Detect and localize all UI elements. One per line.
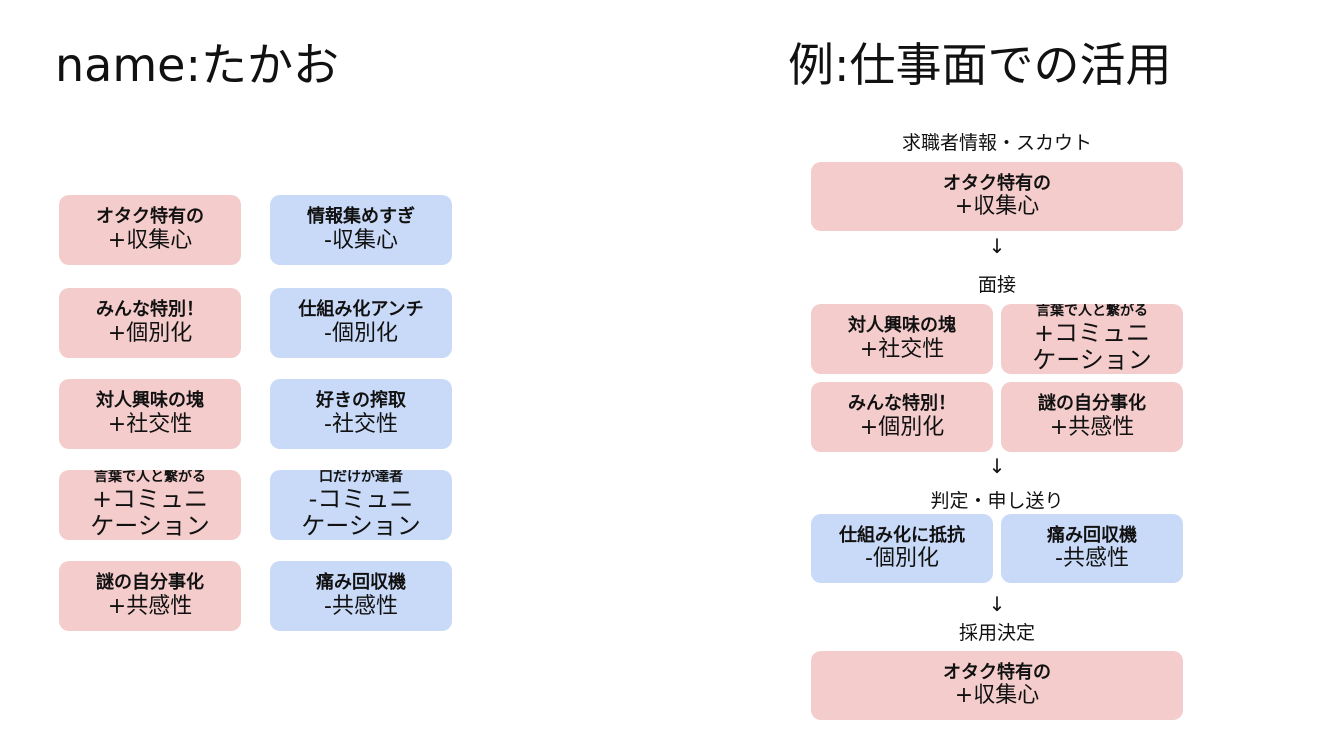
card-value-line1: +コミュニ: [1033, 318, 1151, 347]
card-value: +共感性: [1049, 414, 1135, 440]
card-head: みんな特別！: [848, 393, 956, 414]
left-card-communication-plus: 言葉で人と繋がる +コミュニ ケーション: [59, 470, 241, 540]
left-card-individual-minus: 仕組み化アンチ -個別化: [270, 288, 452, 358]
stage-label-judgement: 判定・申し送り: [930, 490, 1064, 512]
card-value: +収集心: [954, 683, 1040, 709]
card-value-line2: ケーション: [90, 512, 210, 540]
left-card-social-minus: 好きの搾取 -社交性: [270, 379, 452, 449]
card-head: 仕組み化アンチ: [298, 299, 424, 320]
card-value: +個別化: [859, 414, 945, 440]
card-value: -個別化: [865, 546, 939, 572]
stage-label-hire: 採用決定: [958, 622, 1036, 644]
left-card-communication-minus: 口だけが達者 -コミュニ ケーション: [270, 470, 452, 540]
left-card-collect-plus: オタク特有の +収集心: [59, 195, 241, 265]
flow-card-interview-empathy: 謎の自分事化 +共感性: [1001, 382, 1183, 452]
card-head: みんな特別！: [96, 299, 204, 320]
card-head: 対人興味の塊: [848, 315, 956, 336]
card-head: 対人興味の塊: [96, 390, 204, 411]
card-head: 言葉で人と繋がる: [94, 470, 206, 486]
left-title: name:たかお: [55, 38, 339, 92]
card-value: -社交性: [324, 411, 398, 437]
card-head: オタク特有の: [96, 206, 204, 227]
flow-card-judgement-empathy: 痛み回収機 -共感性: [1001, 514, 1183, 583]
left-card-social-plus: 対人興味の塊 +社交性: [59, 379, 241, 449]
card-value-line1: -コミュニ: [308, 484, 414, 513]
card-head: 好きの搾取: [316, 390, 406, 411]
down-arrow-icon: ↓: [988, 454, 1006, 478]
card-value-line2: ケーション: [301, 512, 421, 540]
card-head: 口だけが達者: [319, 470, 403, 486]
card-value: +共感性: [107, 593, 193, 619]
card-head: 痛み回収機: [316, 572, 406, 593]
card-value: -共感性: [1055, 546, 1129, 572]
right-title: 例:仕事面での活用: [788, 38, 1172, 92]
flow-card-interview-communication: 言葉で人と繋がる +コミュニ ケーション: [1001, 304, 1183, 374]
card-head: 痛み回収機: [1047, 524, 1137, 546]
card-value: +個別化: [107, 320, 193, 346]
card-head: 言葉で人と繋がる: [1036, 304, 1148, 320]
card-value: -共感性: [324, 593, 398, 619]
card-value: +収集心: [107, 227, 193, 253]
flow-card-judgement-individual: 仕組み化に抵抗 -個別化: [811, 514, 993, 583]
card-value-line1: +コミュニ: [91, 484, 209, 513]
down-arrow-icon: ↓: [988, 592, 1006, 616]
card-value: +社交性: [107, 411, 193, 437]
card-head: オタク特有の: [943, 172, 1051, 194]
card-value: +収集心: [954, 194, 1040, 220]
card-head: 仕組み化に抵抗: [839, 524, 965, 546]
card-value: -個別化: [324, 320, 398, 346]
card-value-line2: ケーション: [1032, 346, 1152, 374]
card-value: +社交性: [859, 336, 945, 362]
card-head: 謎の自分事化: [1038, 393, 1146, 414]
left-card-empathy-minus: 痛み回収機 -共感性: [270, 561, 452, 631]
card-head: 謎の自分事化: [96, 572, 204, 593]
down-arrow-icon: ↓: [988, 234, 1006, 258]
flow-card-scout: オタク特有の +収集心: [811, 162, 1183, 231]
flow-card-interview-social: 対人興味の塊 +社交性: [811, 304, 993, 374]
stage-label-scout: 求職者情報・スカウト: [901, 132, 1093, 154]
left-card-empathy-plus: 謎の自分事化 +共感性: [59, 561, 241, 631]
stage-label-interview: 面接: [977, 274, 1017, 296]
left-card-individual-plus: みんな特別！ +個別化: [59, 288, 241, 358]
flow-card-hire: オタク特有の +収集心: [811, 651, 1183, 720]
card-head: オタク特有の: [943, 661, 1051, 683]
card-head: 情報集めすぎ: [307, 206, 415, 227]
card-value: -収集心: [324, 227, 398, 253]
left-card-collect-minus: 情報集めすぎ -収集心: [270, 195, 452, 265]
flow-card-interview-individual: みんな特別！ +個別化: [811, 382, 993, 452]
